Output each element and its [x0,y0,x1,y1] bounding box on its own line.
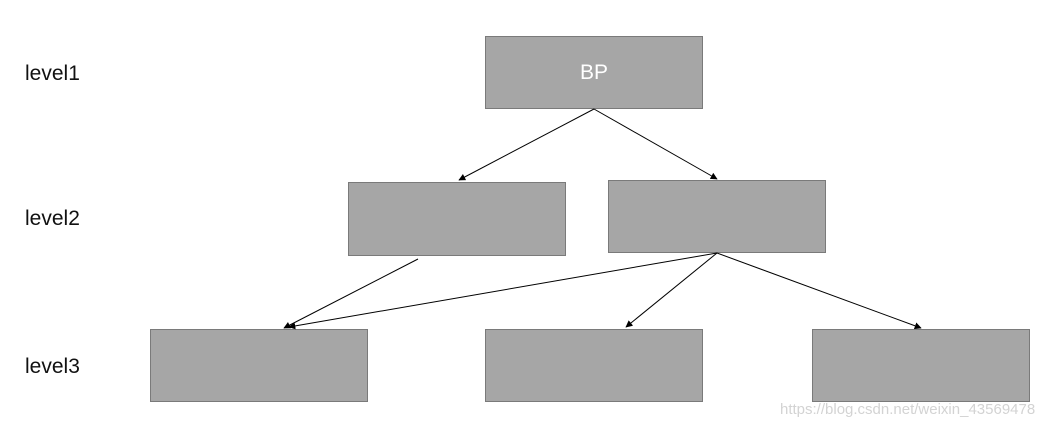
watermark-url: https://blog.csdn.net/weixin_43569478 [780,401,1036,418]
level2-label: level2 [25,207,80,230]
level3-node-middle [485,329,703,402]
level3-node-right [812,329,1030,402]
edge-level2-right-to-level3-right [716,252,922,330]
root-node-label: BP [579,61,608,84]
edge-level2-right-to-level3-left [288,252,718,330]
level3-label: level3 [25,355,80,378]
edge-bp-to-level2-left [458,108,595,181]
edge-bp-to-level2-right [593,108,718,180]
level1-node-bp: BP [485,36,703,109]
edge-level2-left-to-level3-left [283,258,419,329]
level2-node-right [608,180,826,253]
level2-node-left [348,182,566,256]
edge-level2-right-to-level3-middle [625,252,718,328]
level1-label: level1 [25,62,80,85]
level3-node-left [150,329,368,402]
